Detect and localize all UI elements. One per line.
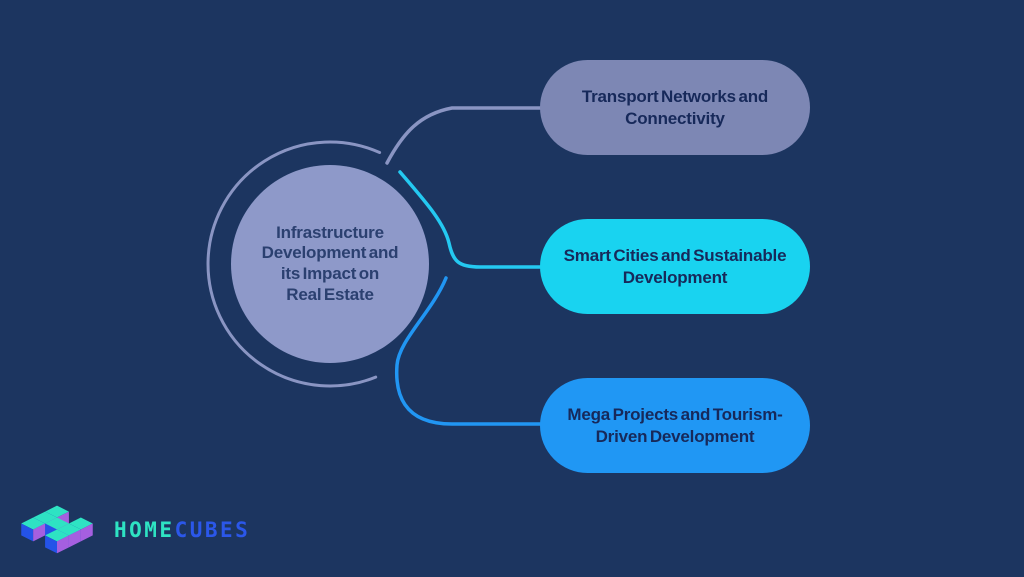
logo-text-cubes: CUBES — [174, 518, 251, 542]
homecubes-logo-icon — [21, 505, 93, 554]
center-ring-arc — [206, 140, 382, 388]
homecubes-logo: HOMECUBES — [18, 502, 250, 558]
homecubes-wordmark: HOMECUBES — [114, 518, 250, 542]
center-topic-label: Infrastructure Development and its Impac… — [261, 222, 399, 304]
cube-g — [45, 529, 69, 554]
connector-branch-2 — [398, 170, 543, 269]
center-topic-node: Infrastructure Development and its Impac… — [231, 165, 429, 363]
branch-label-smart-cities: Smart Cities and Sustainable Development — [563, 246, 787, 287]
branch-node-smart-cities: Smart Cities and Sustainable Development — [540, 219, 810, 314]
branch-node-mega-projects: Mega Projects and Tourism- Driven Develo… — [540, 378, 810, 473]
logo-text-home: HOME — [114, 518, 175, 542]
connector-branch-3 — [394, 276, 543, 426]
connector-branch-1 — [385, 106, 543, 165]
branch-node-transport: Transport Networks and Connectivity — [540, 60, 810, 155]
branch-label-transport: Transport Networks and Connectivity — [581, 87, 769, 128]
branch-label-mega-projects: Mega Projects and Tourism- Driven Develo… — [567, 405, 783, 446]
cube-c — [21, 517, 46, 542]
